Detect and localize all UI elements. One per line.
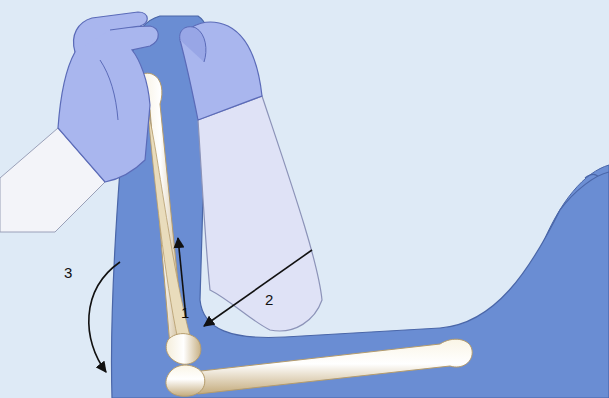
doctor-sleeve [198, 96, 322, 331]
gloved-hand [180, 22, 262, 120]
flexion-arrow [89, 262, 120, 372]
humerus-condyle [166, 365, 205, 396]
glove-thumb [180, 27, 206, 62]
patient-arm [111, 16, 609, 398]
humerus-bone [192, 339, 472, 394]
callout-number: 3 [64, 265, 72, 280]
ulna-bone [148, 112, 190, 340]
callout-number: 1 [181, 305, 189, 320]
gloved-hand [58, 26, 158, 182]
callout-number: 2 [265, 292, 273, 307]
pressure-arrow [204, 250, 312, 326]
glove-crease [100, 60, 118, 120]
glove-fingers [74, 12, 148, 52]
olecranon [166, 334, 201, 365]
